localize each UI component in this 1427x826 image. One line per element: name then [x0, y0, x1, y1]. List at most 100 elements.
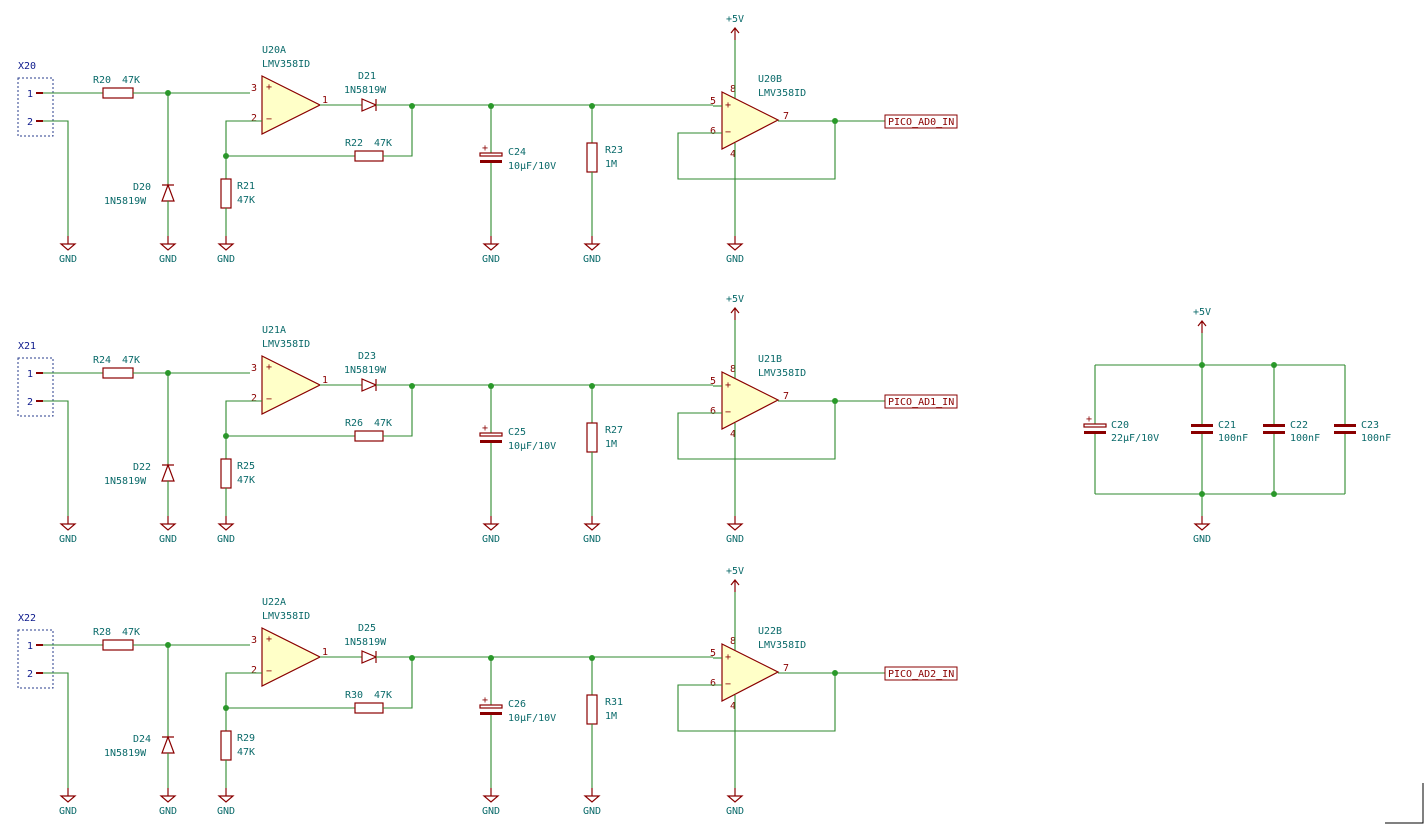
resistor-body [354, 150, 384, 162]
opamp-b-ref: U20B [758, 74, 782, 85]
r-load-value: 1M [605, 159, 617, 170]
gnd-symbol: GND [1193, 516, 1211, 545]
d-rect-value: 1N5819W [344, 637, 387, 648]
gnd-symbol: GND [159, 516, 177, 545]
r-fb-ref: R26 [345, 418, 363, 429]
resistor-body [586, 422, 598, 453]
r-in-ref: R24 [93, 355, 111, 366]
junction-dot [409, 383, 415, 389]
wire [677, 401, 836, 460]
pin-label: 7 [783, 111, 789, 122]
opamp-b-value: LMV358ID [758, 368, 806, 379]
r-gnd-ref: R21 [237, 181, 255, 192]
pin-label: 4 [730, 701, 736, 712]
gnd-symbol: GND [482, 516, 500, 545]
gnd-symbol: GND [726, 516, 744, 545]
connector-pin1-label: 1 [27, 641, 33, 652]
gnd-label: GND [583, 806, 601, 817]
r-load-value: 1M [605, 439, 617, 450]
wire [225, 672, 262, 708]
d-clamp-value: 1N5819W [104, 748, 147, 759]
cap-value: 10µF/10V [508, 441, 556, 452]
d-rect-ref: D25 [358, 623, 376, 634]
cap-value: 10µF/10V [508, 161, 556, 172]
cap-value: 22µF/10V [1111, 433, 1159, 444]
cap-value: 100nF [1290, 433, 1320, 444]
pin-label: 2 [251, 665, 257, 676]
plus-sign: + [266, 82, 272, 93]
gnd-symbol: GND [159, 788, 177, 817]
d-rect-value: 1N5819W [344, 365, 387, 376]
pin-label: 8 [730, 636, 736, 647]
plus-sign: + [725, 380, 731, 391]
vcc-label: +5V [1193, 307, 1211, 318]
r-in-ref: R20 [93, 75, 111, 86]
gnd-label: GND [59, 806, 77, 817]
minus-sign: − [725, 127, 731, 138]
wire [43, 120, 69, 236]
gnd-symbol: GND [583, 236, 601, 265]
opamp-b-ref: U21B [758, 354, 782, 365]
minus-sign: − [266, 666, 272, 677]
resistor-body [220, 730, 232, 761]
r-in-value: 47K [122, 627, 140, 638]
r-load-ref: R27 [605, 425, 623, 436]
connector-pin2-label: 2 [27, 397, 33, 408]
r-fb-ref: R30 [345, 690, 363, 701]
r-fb-ref: R22 [345, 138, 363, 149]
resistor-body [102, 639, 134, 651]
resistor-body [220, 458, 232, 489]
r-fb-value: 47K [374, 138, 392, 149]
net-label-text: PICO_AD0_IN [888, 117, 954, 128]
opamp-a-value: LMV358ID [262, 339, 310, 350]
wire [43, 672, 69, 788]
plus-sign: + [266, 634, 272, 645]
gnd-label: GND [217, 534, 235, 545]
wire [383, 106, 413, 157]
pin-label: 1 [322, 375, 328, 386]
gnd-symbol: GND [583, 788, 601, 817]
gnd-symbol: GND [217, 236, 235, 265]
gnd-label: GND [482, 254, 500, 265]
r-load-value: 1M [605, 711, 617, 722]
net-label: PICO_AD0_IN [884, 114, 958, 129]
cap-value: 100nF [1218, 433, 1248, 444]
gnd-label: GND [217, 254, 235, 265]
connector-pin2-label: 2 [27, 117, 33, 128]
plus-sign: + [482, 423, 488, 434]
vcc-symbol: +5V [1193, 307, 1211, 333]
minus-sign: − [725, 679, 731, 690]
pin-label: 8 [730, 364, 736, 375]
junction-dot [832, 670, 838, 676]
pin-label: 2 [251, 393, 257, 404]
d-clamp-value: 1N5819W [104, 196, 147, 207]
junction-dot [832, 398, 838, 404]
pin-label: 1 [322, 95, 328, 106]
pin-label: 6 [710, 126, 716, 137]
opamp-a-ref: U21A [262, 325, 286, 336]
gnd-symbol: GND [59, 236, 77, 265]
wire [225, 400, 262, 436]
gnd-symbol: GND [482, 236, 500, 265]
pin-label: 6 [710, 406, 716, 417]
gnd-symbol: GND [482, 788, 500, 817]
resistor-body [586, 142, 598, 173]
vcc-label: +5V [726, 294, 744, 305]
connector-pin1-label: 1 [27, 89, 33, 100]
pin-label: 3 [251, 635, 257, 646]
pin-label: 5 [710, 376, 716, 387]
connector-ref: X20 [18, 61, 36, 72]
resistor-body [220, 178, 232, 209]
pin-label: 7 [783, 663, 789, 674]
opamp-a-value: LMV358ID [262, 611, 310, 622]
cap-ref: C25 [508, 427, 526, 438]
d-rect-ref: D21 [358, 71, 376, 82]
